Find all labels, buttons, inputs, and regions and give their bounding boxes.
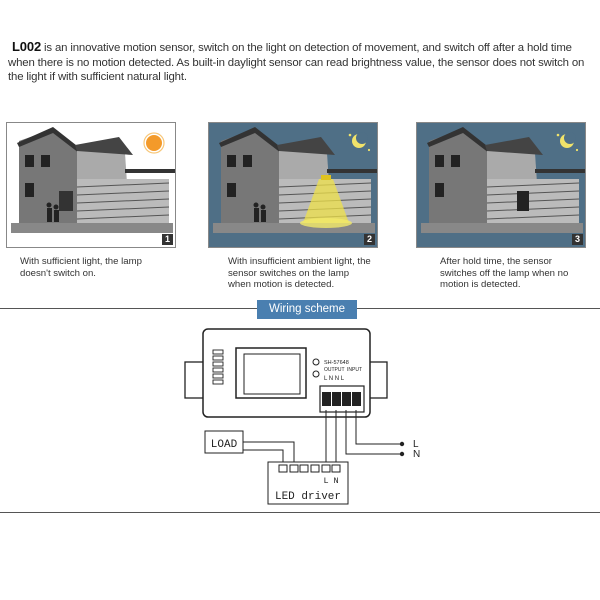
intro-text: is an innovative motion sensor, switch o… xyxy=(8,42,585,83)
mains-n-label: N xyxy=(413,449,420,460)
scene-number: 3 xyxy=(572,234,583,245)
house-illustration xyxy=(213,127,377,233)
house-illustration xyxy=(11,127,175,233)
wiring-lines xyxy=(243,410,400,463)
wiring-diagram: SH-57648 OUTPUT INPUT L N N L L N LOAD xyxy=(184,328,420,505)
scene-night-lamp-on: 2 xyxy=(208,122,378,248)
scene-daylight: 1 xyxy=(6,122,176,248)
device-model: SH-57648 xyxy=(324,360,349,366)
lamp-glow xyxy=(300,175,352,228)
terminal-block xyxy=(319,385,365,413)
scene-number: 2 xyxy=(364,234,375,245)
sun-icon xyxy=(143,132,165,154)
scene-night-lamp-off: 3 xyxy=(416,122,586,248)
load-label: LOAD xyxy=(211,439,238,451)
led-driver-box: L N LED driver xyxy=(267,461,349,505)
mains-terminals: L N xyxy=(399,439,420,460)
scene-3-caption: After hold time, the sensor switches off… xyxy=(440,256,569,290)
divider-bottom xyxy=(0,512,600,513)
driver-terminal-n: N xyxy=(333,476,338,486)
star-icon xyxy=(348,133,371,152)
scene-1-caption: With sufficient light, the lamp doesn't … xyxy=(20,256,142,279)
driver-terminal-l: L xyxy=(323,476,328,486)
mains-l-label: L xyxy=(413,439,419,450)
scene-2-caption: With insufficient ambient light, the sen… xyxy=(228,256,371,290)
moon-icon xyxy=(560,132,576,148)
wiring-scheme-title: Wiring scheme xyxy=(257,300,357,319)
led-driver-label: LED driver xyxy=(275,491,341,503)
model-name: L002 xyxy=(12,39,42,54)
device-output-label: OUTPUT xyxy=(324,367,345,373)
star-icon xyxy=(556,133,579,152)
sensor-device: SH-57648 OUTPUT INPUT L N N L xyxy=(184,328,388,418)
moon-icon xyxy=(352,132,368,148)
scene-number: 1 xyxy=(162,234,173,245)
house-illustration xyxy=(421,127,585,233)
load-box: LOAD xyxy=(204,430,244,454)
device-input-label: INPUT xyxy=(347,367,362,373)
device-terminal-labels: L N N L xyxy=(324,376,345,382)
